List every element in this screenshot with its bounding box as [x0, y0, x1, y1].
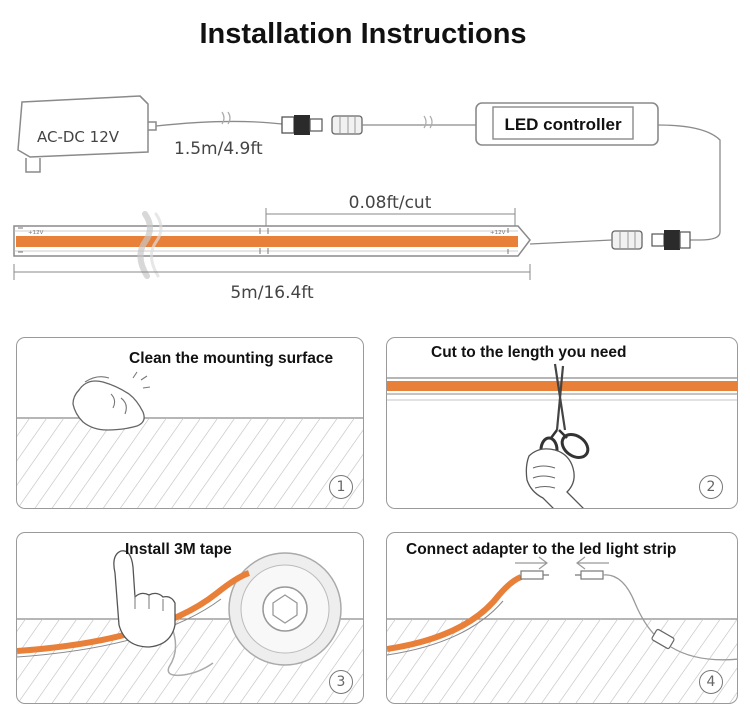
controller-label: LED controller: [504, 115, 622, 134]
step-number-2: 2: [699, 475, 723, 499]
connector-left: [520, 570, 549, 580]
step-panel-2: Cut to the length you need 2: [386, 337, 738, 509]
led-controller: LED controller: [475, 102, 659, 146]
led-strip: +12V +12V: [13, 211, 531, 279]
hand-wiping-icon: [72, 371, 151, 431]
scissors-icon: [539, 363, 590, 464]
dc-connector-male: [281, 115, 323, 135]
power-cable: [602, 574, 660, 640]
hand-pressing-icon: [113, 550, 176, 648]
mounting-surface: [17, 418, 363, 508]
hand-icon: [525, 448, 584, 508]
cable-length-label: 1.5m/4.9ft: [174, 139, 263, 159]
cut-interval-label: 0.08ft/cut: [349, 193, 432, 213]
step-number-3: 3: [329, 670, 353, 694]
arrow-left-icon: [576, 556, 609, 570]
strip-reel-icon: [228, 552, 342, 666]
strip-marking-right: +12V: [490, 230, 506, 236]
connector-right: [575, 570, 604, 580]
adapter-label: AC-DC 12V: [37, 128, 120, 146]
step-number-4: 4: [699, 670, 723, 694]
arrow-right-icon: [515, 556, 548, 570]
led-strip-applied: [17, 570, 251, 654]
step-panel-4: Connect adapter to the led light strip 4: [386, 532, 738, 704]
inline-controller-icon: [651, 628, 675, 650]
step-panel-1: Clean the mounting surface 1: [16, 337, 364, 509]
wiring-diagram: AC-DC 12V 1.5m/4.9ft LED controller: [13, 95, 721, 303]
step-panel-3: Install 3M tape 3: [16, 532, 364, 704]
step-caption-2: Cut to the length you need: [431, 344, 627, 361]
power-adapter: AC-DC 12V: [17, 95, 157, 173]
strip-length-label: 5m/16.4ft: [230, 283, 314, 303]
step-caption-1: Clean the mounting surface: [129, 350, 334, 367]
step-caption-4: Connect adapter to the led light strip: [406, 541, 677, 558]
mounting-surface: [387, 619, 737, 703]
strip-marking-left: +12V: [28, 230, 44, 236]
strip-connector-male: [651, 230, 691, 250]
step-caption-3: Install 3M tape: [125, 541, 232, 558]
led-strip-applied: [387, 574, 523, 652]
step-number-1: 1: [329, 475, 353, 499]
tape-liner: [167, 624, 214, 677]
strip-connector-female: [611, 230, 643, 250]
page-title: Installation Instructions: [199, 18, 527, 50]
dc-connector-female: [331, 115, 363, 135]
